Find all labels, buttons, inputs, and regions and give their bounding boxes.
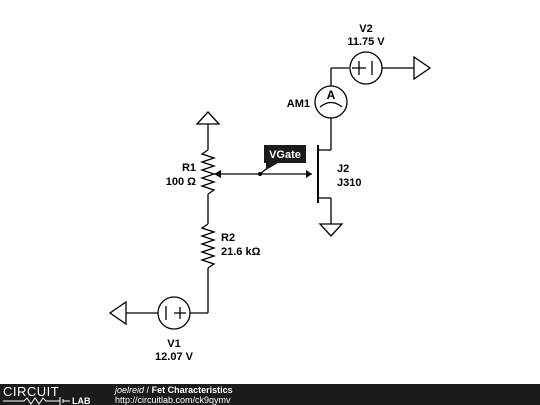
j2-ground-symbol	[318, 223, 344, 237]
vgate-node-dot	[258, 172, 262, 176]
v2-ground-symbol	[413, 55, 432, 81]
am1-name: AM1	[287, 98, 310, 110]
v1-ground-symbol	[108, 300, 127, 326]
author-link[interactable]: joelreid	[115, 385, 145, 395]
logo-resistor-icon	[3, 397, 60, 405]
j2-gate-arrow	[306, 170, 312, 178]
r1-name: R1	[182, 162, 196, 174]
circuit-title: Fet Characteristics	[151, 385, 233, 395]
footer-separator: /	[146, 385, 150, 395]
vgate-label: VGate	[269, 149, 301, 161]
vgate-flag	[264, 145, 306, 163]
v1-name: V1	[167, 338, 180, 350]
r1-resistor-zigzag	[199, 149, 217, 195]
footer-bar: CIRCUIT LAB joelreid / Fet Characteristi…	[0, 384, 540, 405]
r2-resistor-zigzag	[199, 223, 217, 269]
r2-name: R2	[221, 232, 235, 244]
v1-value: 12.07 V	[155, 351, 194, 363]
v2-name: V2	[359, 23, 372, 35]
footer-text: joelreid / Fet Characteristics http://ci…	[115, 385, 233, 405]
r1-ground-symbol	[195, 111, 221, 125]
logo-bottom-text: LAB	[72, 396, 91, 405]
ammeter-letter: A	[327, 88, 336, 102]
r1-wiper-arrow	[214, 170, 221, 178]
j2-value: J310	[337, 177, 361, 189]
circuit-url[interactable]: http://circuitlab.com/ck9qymv	[115, 395, 231, 405]
r2-value: 21.6 kΩ	[221, 246, 261, 258]
r1-value: 100 Ω	[166, 176, 196, 188]
logo-top-text: CIRCUIT	[3, 384, 59, 399]
circuitlab-logo[interactable]: CIRCUIT LAB	[2, 384, 110, 405]
circuit-schematic: V2 11.75 V A AM1 VGate R1 100 Ω J2 J310 …	[108, 23, 432, 363]
v2-value: 11.75 V	[347, 36, 385, 48]
j2-name: J2	[337, 163, 349, 175]
